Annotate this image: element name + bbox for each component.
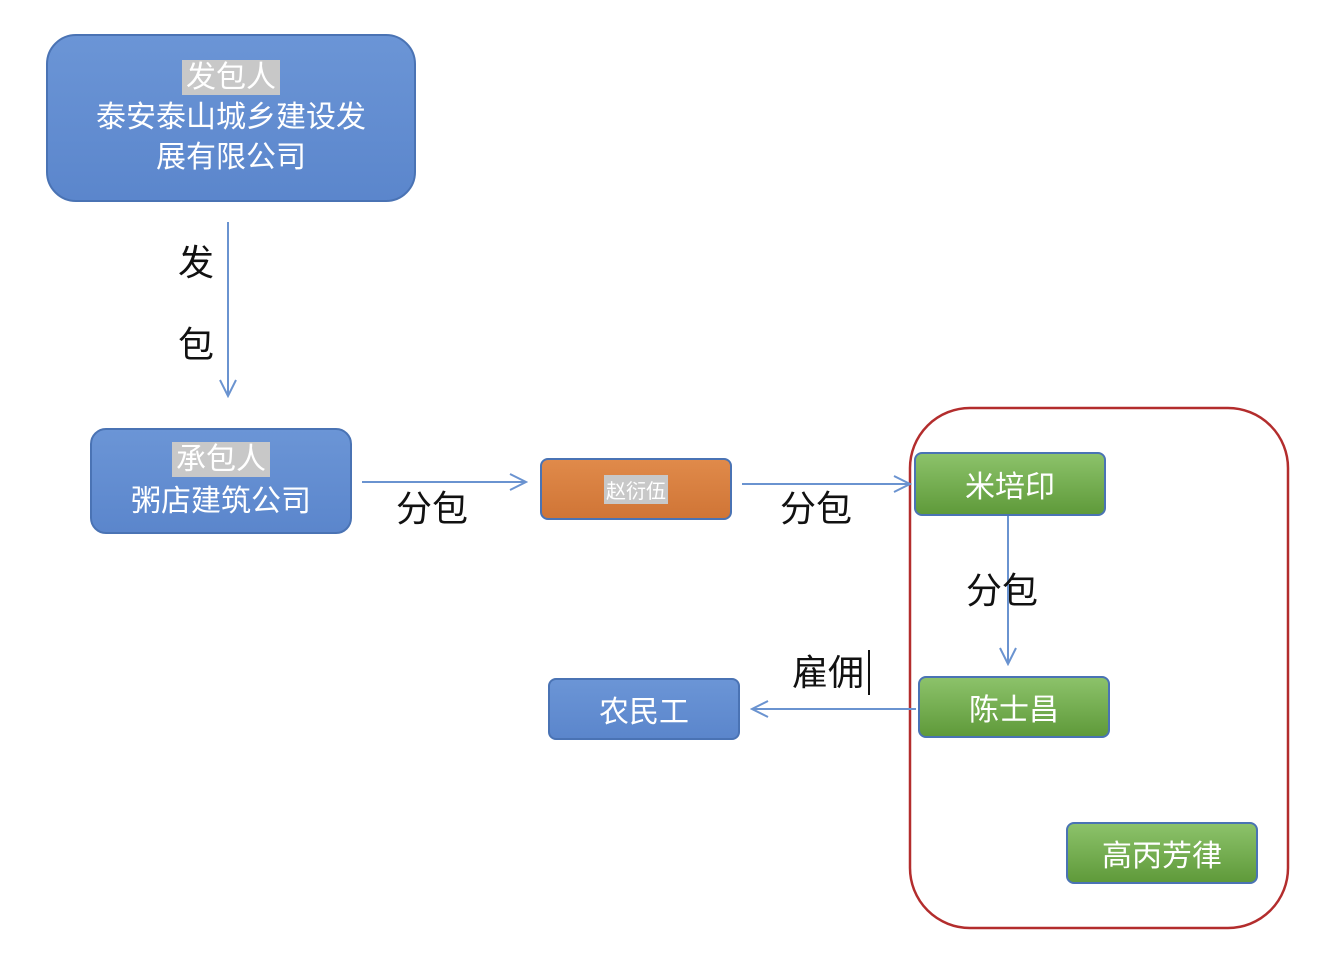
subcontract-label-3: 分包 bbox=[966, 571, 1039, 612]
employer-name-line1: 泰安泰山城乡建设发 bbox=[96, 100, 366, 135]
chen-box: 陈士昌 bbox=[918, 676, 1110, 738]
zhao-box: 赵衍伍 bbox=[540, 458, 732, 520]
mi-box: 米培印 bbox=[914, 452, 1106, 516]
contractor-name: 粥店建筑公司 bbox=[131, 484, 311, 519]
contract-label-char2: 包 bbox=[178, 325, 215, 366]
workers-box: 农民工 bbox=[548, 678, 740, 740]
contractor-box: 承包人 粥店建筑公司 bbox=[90, 428, 352, 534]
employer-role-label: 发包人 bbox=[182, 60, 280, 95]
contractor-role-label: 承包人 bbox=[172, 442, 270, 477]
gao-name: 高丙芳律 bbox=[1102, 839, 1222, 874]
contract-label-char1: 发 bbox=[178, 243, 215, 284]
hire-label: 雇佣 bbox=[792, 653, 865, 694]
chen-name: 陈士昌 bbox=[969, 693, 1059, 728]
mi-name: 米培印 bbox=[965, 470, 1055, 505]
employer-name-line2: 展有限公司 bbox=[156, 140, 306, 175]
group-outline bbox=[908, 406, 1290, 930]
workers-name: 农民工 bbox=[599, 695, 689, 730]
gao-box: 高丙芳律 bbox=[1066, 822, 1258, 884]
employer-box: 发包人 泰安泰山城乡建设发 展有限公司 bbox=[46, 34, 416, 202]
zhao-name: 赵衍伍 bbox=[604, 474, 668, 504]
subcontract-label-2: 分包 bbox=[780, 489, 853, 530]
subcontract-label-1: 分包 bbox=[396, 489, 469, 530]
